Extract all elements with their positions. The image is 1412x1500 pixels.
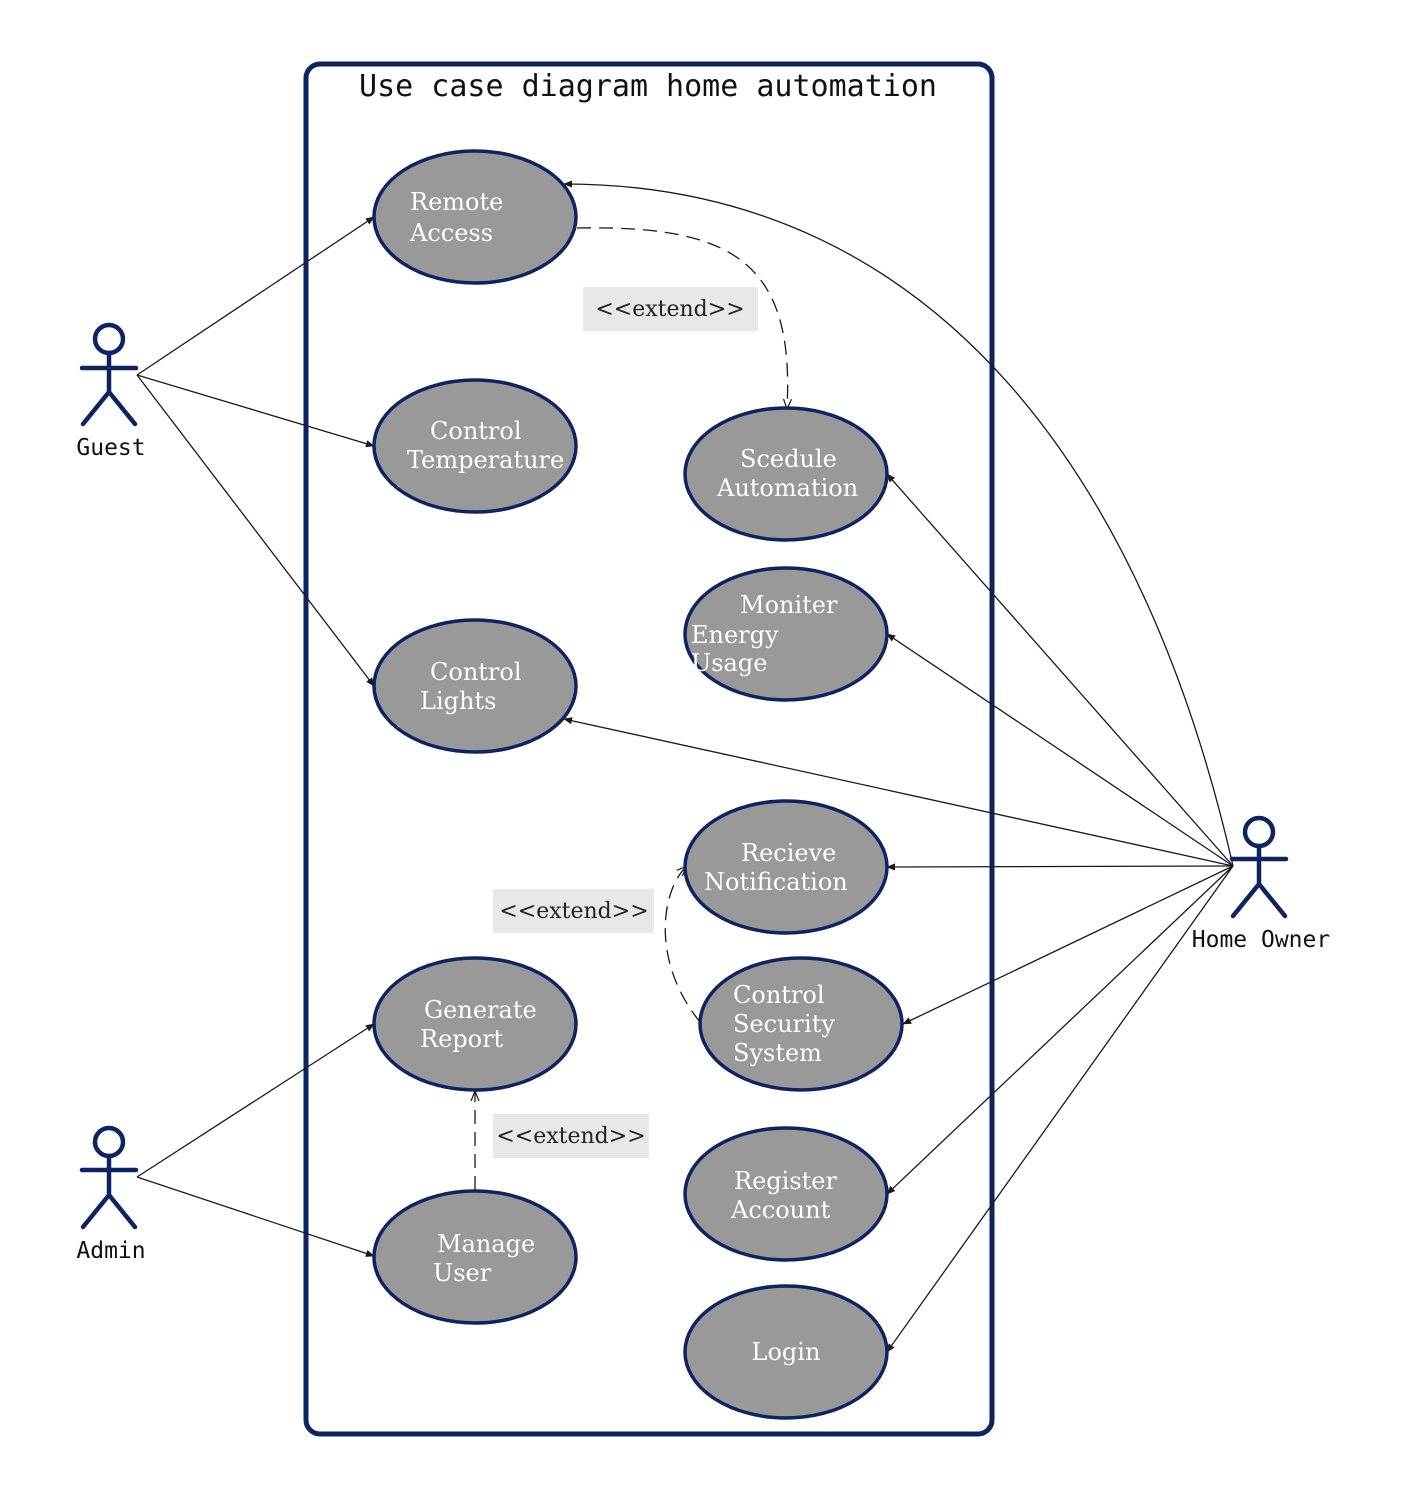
system-boundary xyxy=(303,61,995,1437)
extend-security-to-notification xyxy=(664,867,701,1023)
svg-text:Manage User: Manage User xyxy=(433,1230,543,1287)
guest-remote-access-link xyxy=(136,216,375,376)
owner-login-link xyxy=(886,865,1234,1353)
usecase-control-lights-line2: Lights xyxy=(420,687,496,715)
extend-remote-to-scedule xyxy=(576,227,788,408)
svg-text:Control Lights: Control Lights xyxy=(420,658,529,715)
usecase-manage-user-line2: User xyxy=(433,1259,492,1287)
usecase-recieve-notification-line2: Notification xyxy=(704,868,848,896)
usecase-control-security-system[interactable]: Control Security System xyxy=(698,956,904,1092)
usecase-moniter-energy-line3: Usage xyxy=(691,649,767,677)
admin-generate-report-link xyxy=(136,1023,375,1178)
usecase-control-security-line2: Security xyxy=(733,1010,835,1038)
owner-control-lights-link xyxy=(563,717,1234,867)
usecase-register-account-line1: Register xyxy=(734,1167,837,1195)
extend-label-2-text: <<extend>> xyxy=(499,899,648,924)
actor-guest-label: Guest xyxy=(76,435,145,461)
actor-admin-head-icon xyxy=(92,1125,126,1159)
usecase-scedule-automation-line1: Scedule xyxy=(740,445,837,473)
extend-label-3-text: <<extend>> xyxy=(496,1124,645,1149)
connectors xyxy=(136,180,1234,1353)
actor-guest-head-icon xyxy=(92,322,126,356)
usecase-recieve-notification-line1: Recieve xyxy=(741,839,836,867)
usecase-recieve-notification[interactable]: Recieve Notification xyxy=(683,799,889,935)
usecase-scedule-automation-line2: Automation xyxy=(716,474,858,502)
svg-text:Control Security S: Control Security System xyxy=(733,981,843,1067)
usecase-control-temperature[interactable]: Control Temperature xyxy=(372,378,578,514)
owner-recieve-notification-link xyxy=(886,863,1234,871)
svg-text:Login: Login xyxy=(752,1338,821,1366)
usecase-generate-report[interactable]: Generate Report xyxy=(372,956,578,1092)
svg-text:Scedule Automation: Scedule Automation xyxy=(716,445,858,502)
actor-home-owner[interactable] xyxy=(1229,815,1289,919)
usecase-manage-user[interactable]: Manage User xyxy=(372,1189,578,1325)
usecase-generate-report-line1: Generate xyxy=(424,996,537,1024)
extend-label-3: <<extend>> xyxy=(493,1114,649,1158)
usecase-control-temperature-line1: Control xyxy=(430,417,522,445)
usecase-remote-access-line1: Remote xyxy=(410,188,503,216)
actor-home-owner-head-icon xyxy=(1242,815,1276,849)
usecase-control-security-line1: Control xyxy=(733,981,825,1009)
extend-label-2: <<extend>> xyxy=(493,889,654,933)
svg-text:Register Account: Register Account xyxy=(730,1167,845,1224)
extend-label-3-bg xyxy=(493,1114,649,1158)
usecase-manage-user-line1: Manage xyxy=(437,1230,535,1258)
extend-label-2-bg xyxy=(493,889,654,933)
usecase-moniter-energy-line2: Energy xyxy=(691,621,779,649)
usecase-remote-access-line2: Access xyxy=(409,219,493,247)
owner-register-account-link xyxy=(886,865,1234,1195)
admin-manage-user-link xyxy=(136,1176,375,1257)
owner-remote-access-link xyxy=(563,180,1234,867)
diagram-title: Use case diagram home automation xyxy=(359,69,937,104)
usecase-control-lights[interactable]: Control Lights xyxy=(372,618,578,754)
extend-label-1-bg xyxy=(583,287,758,331)
svg-text:Control Temperature: Control Temperature xyxy=(407,417,564,474)
extend-label-1: <<extend>> xyxy=(583,287,758,331)
guest-control-lights-link xyxy=(136,374,375,687)
guest-control-temperature-link xyxy=(136,374,375,448)
usecase-control-security-line3: System xyxy=(733,1039,822,1067)
usecase-moniter-energy-line1: Moniter xyxy=(740,591,838,619)
svg-text:Moniter Energy Usa: Moniter Energy Usage xyxy=(691,591,845,677)
actor-admin-label: Admin xyxy=(76,1238,145,1264)
actor-admin[interactable] xyxy=(79,1125,139,1230)
svg-text:Recieve Notification: Recieve Notification xyxy=(704,839,848,896)
svg-text:Remote Access: Remote Access xyxy=(409,188,511,247)
usecase-register-account-line2: Account xyxy=(730,1196,831,1224)
usecase-generate-report-line2: Report xyxy=(420,1025,504,1053)
usecase-moniter-energy-usage[interactable]: Moniter Energy Usage xyxy=(683,566,889,702)
usecase-scedule-automation[interactable]: Scedule Automation xyxy=(683,406,889,542)
actor-guest[interactable] xyxy=(79,322,139,427)
owner-scedule-automation-link xyxy=(886,473,1234,867)
usecase-control-temperature-line2: Temperature xyxy=(407,446,564,474)
usecase-login-line1: Login xyxy=(752,1338,821,1366)
actor-home-owner-label: Home Owner xyxy=(1192,927,1330,953)
usecase-login[interactable]: Login xyxy=(683,1284,889,1420)
extend-label-1-text: <<extend>> xyxy=(595,297,744,322)
usecase-register-account[interactable]: Register Account xyxy=(683,1126,889,1262)
owner-moniter-energy-link xyxy=(886,633,1234,867)
svg-text:Generate Report: Generate Report xyxy=(420,996,544,1053)
usecase-remote-access[interactable]: Remote Access xyxy=(372,149,578,285)
usecase-control-lights-line1: Control xyxy=(430,658,522,686)
owner-control-security-link xyxy=(902,865,1234,1025)
